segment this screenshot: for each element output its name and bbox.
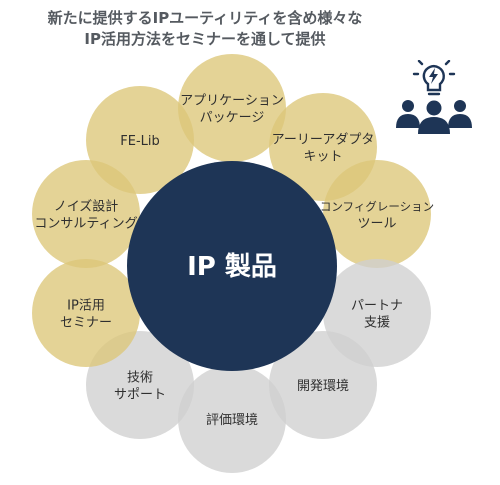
title-line-1: 新たに提供するIPユーティリティを含め様々な	[47, 9, 363, 27]
title-line-2: IP活用方法をセミナーを通して提供	[84, 30, 326, 48]
petal-label-app-package: アプリケーション	[180, 94, 284, 109]
petal-label-ip-seminar: IP活用	[67, 299, 105, 314]
petal-dev-env	[269, 331, 377, 439]
petal-label-config-tool: コンフィグレーション	[320, 200, 434, 214]
petal-label-eval-env: 評価環境	[206, 413, 258, 428]
petal-label-dev-env: 開発環境	[297, 379, 349, 394]
petal-label-tech-support: サポート	[114, 388, 166, 403]
petal-label-noise-design-consulting: ノイズ設計	[54, 199, 119, 215]
petal-label-config-tool: ツール	[357, 217, 396, 232]
petal-label-ip-seminar: セミナー	[60, 316, 112, 331]
petal-label-early-adopter-kit: キット	[303, 150, 342, 165]
team-idea-icon	[396, 60, 472, 134]
petal-label-fe-lib: FE-Lib	[120, 134, 160, 149]
petal-app-package	[178, 54, 286, 162]
center-circle	[127, 161, 337, 371]
diagram-title: 新たに提供するIPユーティリティを含め様々な IP活用方法をセミナーを通して提供	[40, 8, 370, 50]
petal-label-tech-support: 技術	[127, 371, 153, 386]
petal-fe-lib	[86, 86, 194, 194]
petal-label-noise-design-consulting: コンサルティング	[34, 217, 137, 232]
petal-label-app-package: パッケージ	[200, 111, 265, 126]
center-label: IP 製品	[187, 252, 277, 282]
petal-label-partner-support: 支援	[364, 316, 390, 331]
petal-config-tool	[323, 160, 431, 268]
petal-noise-design-consulting	[32, 160, 140, 268]
petal-label-early-adopter-kit: アーリーアダプタ	[272, 133, 375, 148]
petal-eval-env	[178, 365, 286, 473]
petal-label-partner-support: パートナ	[351, 299, 403, 314]
petal-ip-seminar	[32, 259, 140, 367]
